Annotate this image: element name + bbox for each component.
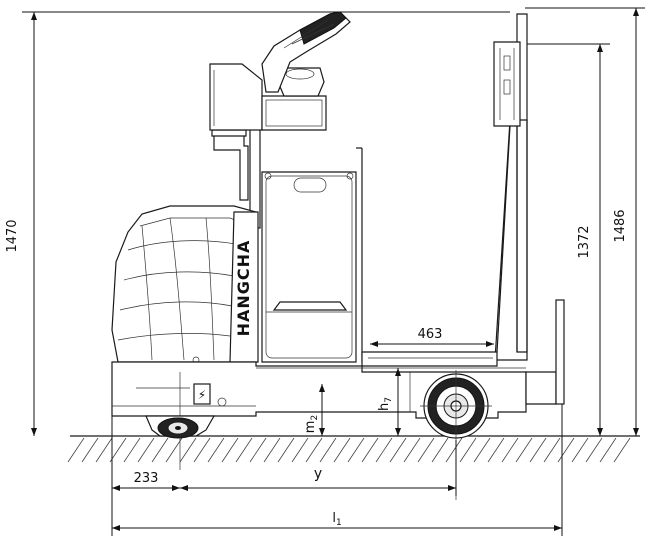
- ground-hatch-line: [501, 437, 519, 463]
- backrest-height-dimension: 1486: [525, 7, 645, 436]
- h7-subscript: 7: [384, 397, 394, 403]
- platform-length-dimension: 463: [370, 327, 494, 347]
- overall-height-label: 1470: [5, 219, 20, 252]
- h7-dimension: h7: [377, 368, 401, 436]
- svg-text:h7: h7: [377, 397, 394, 411]
- platform-length-label: 463: [418, 327, 443, 342]
- ground-hatch-line: [403, 437, 421, 463]
- wheelbase-label: y: [314, 466, 322, 482]
- ground-hatch-line: [263, 437, 281, 463]
- brand-logo: HANGCHA: [234, 240, 253, 337]
- battery-symbol: ⚡: [198, 388, 206, 402]
- ground-hatch-line: [599, 437, 617, 463]
- ground-hatch-line: [305, 437, 323, 463]
- ground-hatch-line: [207, 437, 225, 463]
- ground-hatch-line: [165, 437, 183, 463]
- ground-hatch-line: [193, 437, 211, 463]
- ground-hatch-line: [417, 437, 435, 463]
- front-overhang-label: 233: [134, 471, 159, 486]
- load-wheel: [420, 370, 492, 500]
- ground-hatch-line: [361, 437, 379, 463]
- ground-hatch-line: [347, 437, 365, 463]
- ground-hatch-line: [585, 437, 603, 463]
- ground-hatch-line: [529, 437, 547, 463]
- ground-hatch-line: [179, 437, 197, 463]
- backrest-height-label: 1486: [613, 209, 628, 242]
- svg-text:l1: l1: [332, 511, 341, 528]
- h7-label: h: [377, 403, 392, 411]
- ground-hatch-line: [109, 437, 127, 463]
- ground-hatch-line: [249, 437, 267, 463]
- ground-hatch-line: [487, 437, 505, 463]
- truck-body: HANGCHA ⚡: [111, 11, 565, 470]
- ground-hatch-line: [333, 437, 351, 463]
- ground-hatch-line: [571, 437, 589, 463]
- ground-hatch-line: [319, 437, 337, 463]
- svg-text:m2: m2: [303, 415, 320, 433]
- overall-height-dimension: 1470: [5, 11, 510, 436]
- m2-dimension: m2: [303, 384, 325, 436]
- ground-hatch-line: [431, 437, 449, 463]
- ground-hatch-line: [375, 437, 393, 463]
- ground-hatch-line: [235, 437, 253, 463]
- ground-hatch-line: [81, 437, 99, 463]
- ground-hatch-line: [389, 437, 407, 463]
- m2-subscript: 2: [310, 415, 320, 421]
- platform-height-label: 1372: [577, 225, 592, 258]
- ground-hatch-line: [557, 437, 575, 463]
- overall-length-label: l: [332, 511, 336, 526]
- ground-hatch-line: [277, 437, 295, 463]
- ground-hatch-line: [95, 437, 113, 463]
- platform-height-dimension: 1372: [520, 43, 610, 436]
- ground-hatch-line: [221, 437, 239, 463]
- ground-hatch-line: [459, 437, 477, 463]
- ground: [67, 435, 640, 463]
- ground-hatch-line: [473, 437, 491, 463]
- ground-hatch-line: [137, 437, 155, 463]
- m2-label: m: [303, 421, 318, 434]
- overall-length-subscript: 1: [336, 518, 342, 528]
- ground-hatch-line: [67, 437, 85, 463]
- ground-hatch-line: [151, 437, 169, 463]
- ground-hatch-line: [445, 437, 463, 463]
- bottom-dimensions: 233 y l1: [111, 404, 563, 536]
- ground-hatch-line: [123, 437, 141, 463]
- ground-hatch-line: [613, 437, 631, 463]
- ground-hatch-line: [543, 437, 561, 463]
- ground-hatch-line: [515, 437, 533, 463]
- drive-wheel: [145, 415, 216, 439]
- ground-hatch-line: [291, 437, 309, 463]
